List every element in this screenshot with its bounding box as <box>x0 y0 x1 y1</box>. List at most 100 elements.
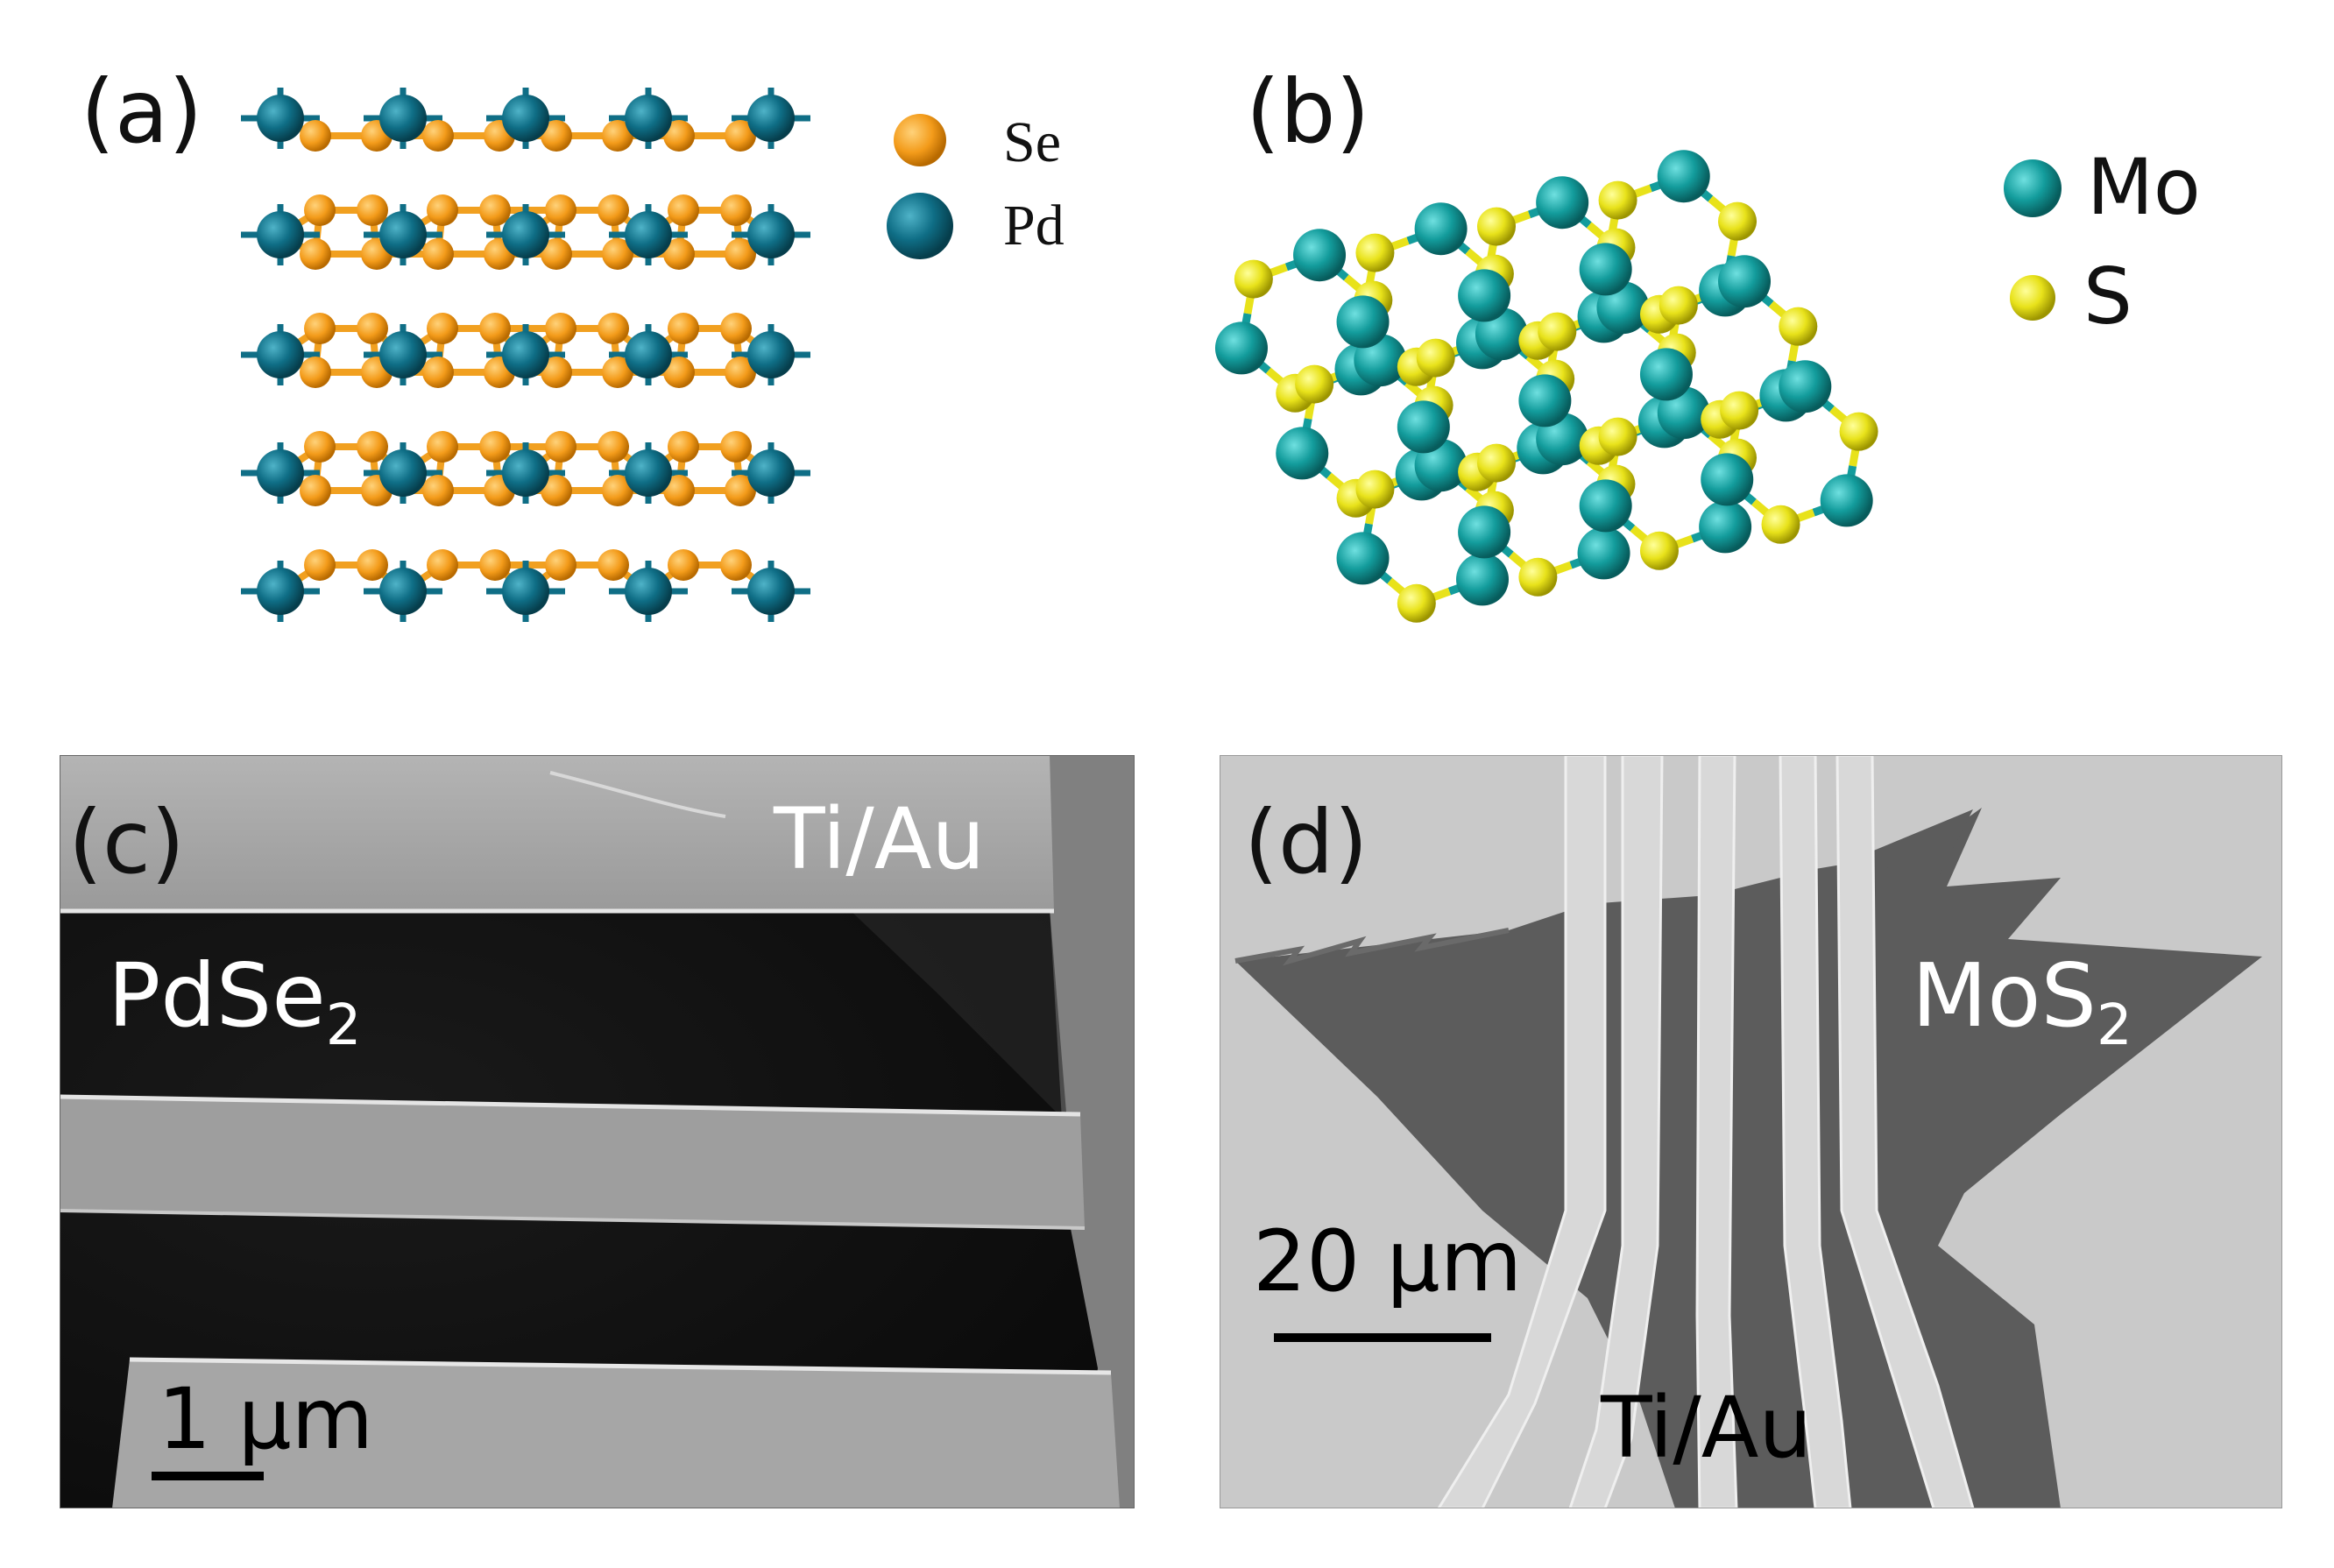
panel-d-scalebar <box>1274 1333 1491 1342</box>
se-atom <box>545 549 576 581</box>
pd-atom <box>257 211 304 258</box>
panel-c: (c) Ti/Au PdSe2 1 µm <box>60 755 1135 1508</box>
se-atom <box>545 313 576 344</box>
mo-atom <box>1397 400 1450 454</box>
se-atom <box>479 194 511 226</box>
se-atom <box>602 475 633 506</box>
se-atom <box>300 475 331 506</box>
mo-atom <box>1456 553 1510 606</box>
pd-atom <box>502 449 549 497</box>
pd-atom <box>379 568 427 615</box>
s-legend-icon <box>2010 275 2055 321</box>
mo-atom <box>1639 348 1693 401</box>
s-atom <box>1416 338 1455 378</box>
pd-atom <box>625 331 672 378</box>
se-atom <box>720 313 752 344</box>
mo-atom <box>1536 176 1589 230</box>
pd-atom <box>625 95 672 142</box>
se-atom <box>427 313 458 344</box>
mo-atom <box>1458 505 1511 559</box>
s-atom <box>1355 233 1395 272</box>
se-atom <box>668 549 699 581</box>
se-atom <box>545 431 576 463</box>
se-atom <box>545 194 576 226</box>
panel-c-electrode-label: Ti/Au <box>774 790 986 888</box>
pd-atom <box>625 449 672 497</box>
mo-atom <box>1414 202 1468 256</box>
se-atom <box>479 431 511 463</box>
se-atom <box>427 549 458 581</box>
s-atom <box>1234 259 1273 299</box>
mo-atom <box>1701 453 1754 506</box>
pd-atom <box>747 568 795 615</box>
mo-atom <box>1458 269 1511 322</box>
s-atom <box>1598 180 1637 220</box>
mo-atom <box>1699 500 1752 554</box>
pd-atom <box>257 95 304 142</box>
mo-atom <box>1579 243 1632 296</box>
se-atom <box>598 549 629 581</box>
panel-d-label: (d) <box>1244 791 1369 893</box>
pd-atom <box>625 568 672 615</box>
s-atom <box>1779 307 1818 346</box>
legend-s-label: S <box>2083 251 2132 342</box>
panel-d: (d) MoS2 20 µm Ti/Au <box>1220 755 2282 1508</box>
se-atom <box>720 549 752 581</box>
se-atom <box>304 194 336 226</box>
se-atom <box>300 357 331 388</box>
s-atom <box>1538 312 1577 351</box>
mo-atom <box>1779 360 1832 413</box>
pd-atom <box>379 449 427 497</box>
se-atom <box>668 194 699 226</box>
pdse2-sem-image <box>60 755 1135 1508</box>
s-atom <box>1718 201 1758 241</box>
pdse2-lattice <box>241 88 953 622</box>
s-atom <box>1476 443 1516 483</box>
pd-atom <box>625 211 672 258</box>
panel-b-label: (b) <box>1246 60 1370 163</box>
se-atom <box>668 313 699 344</box>
pd-atom <box>747 449 795 497</box>
se-atom <box>357 194 388 226</box>
se-atom <box>598 431 629 463</box>
se-atom <box>602 238 633 270</box>
se-atom <box>422 238 454 270</box>
s-atom <box>1518 557 1558 597</box>
se-atom <box>541 475 572 506</box>
mo-atom <box>1718 255 1772 308</box>
pd-atom <box>502 568 549 615</box>
se-atom <box>304 313 336 344</box>
se-atom <box>479 549 511 581</box>
legend-pd-label: Pd <box>1003 194 1064 258</box>
se-atom <box>663 475 695 506</box>
s-atom <box>1659 286 1698 325</box>
mo-atom <box>1276 427 1329 480</box>
mos2-sem-image <box>1220 755 2282 1508</box>
se-atom <box>479 313 511 344</box>
se-atom <box>598 313 629 344</box>
mo-atom <box>1518 374 1572 427</box>
se-atom <box>602 120 633 152</box>
se-atom <box>541 120 572 152</box>
mo-atom <box>1336 532 1390 585</box>
mo-atom <box>1214 321 1268 375</box>
se-atom <box>720 431 752 463</box>
se-atom <box>427 194 458 226</box>
mo-atom <box>1579 479 1632 533</box>
pd-atom <box>502 331 549 378</box>
se-atom <box>602 357 633 388</box>
s-atom <box>1295 364 1334 404</box>
s-atom <box>1761 505 1800 544</box>
se-atom <box>668 431 699 463</box>
se-legend-icon <box>894 114 946 166</box>
panel-d-scalebar-label: 20 µm <box>1253 1212 1523 1310</box>
se-atom <box>720 194 752 226</box>
pd-atom <box>257 449 304 497</box>
pd-atom <box>747 211 795 258</box>
material-subscript: 2 <box>2096 993 2132 1058</box>
panel-c-scalebar-label: 1 µm <box>158 1370 374 1468</box>
s-atom <box>1598 417 1637 456</box>
se-atom <box>725 475 756 506</box>
s-atom <box>1639 531 1679 570</box>
pd-atom <box>379 95 427 142</box>
